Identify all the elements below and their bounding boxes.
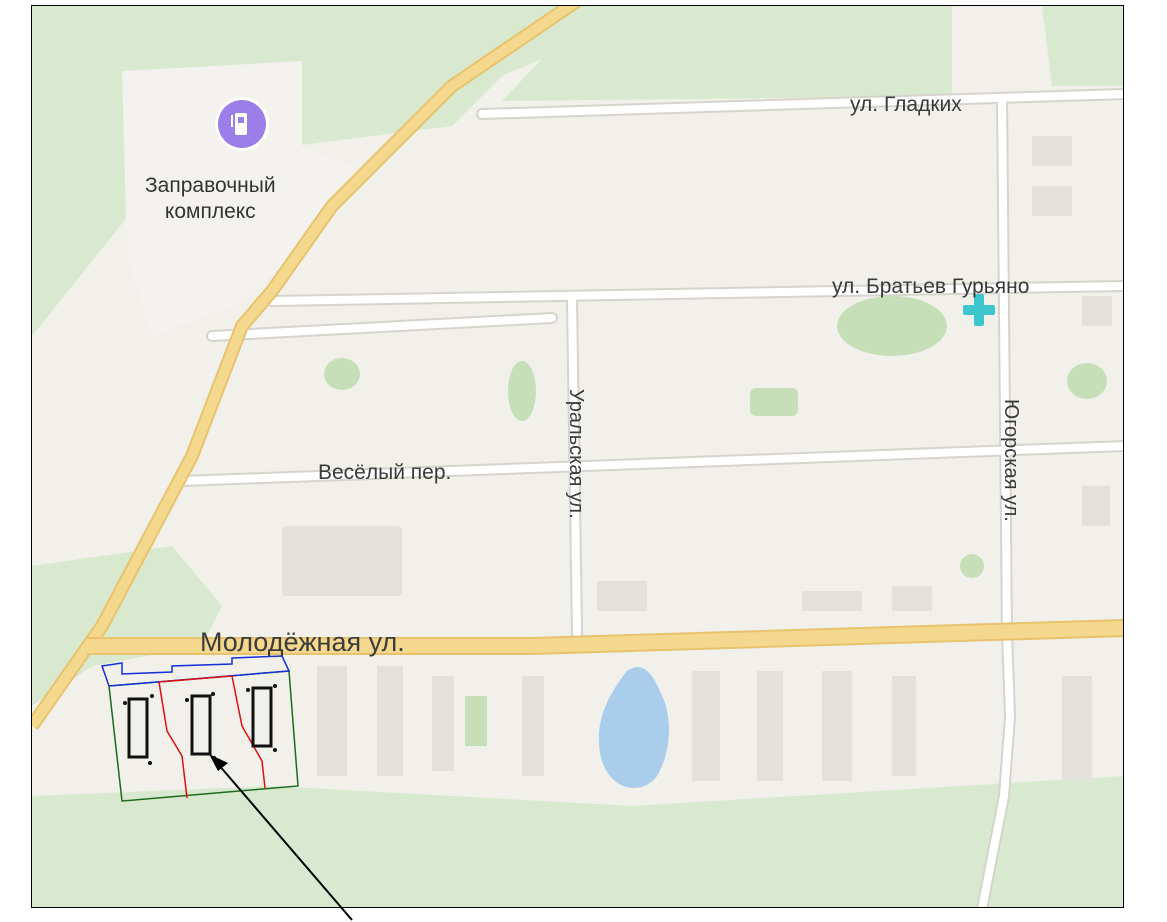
plot-overlay[interactable] — [100, 655, 299, 802]
buildings — [282, 136, 1112, 781]
park-patch — [837, 296, 947, 356]
map-frame[interactable]: Заправочный комплекс ул. Гладких ул. Бра… — [31, 5, 1124, 908]
pond — [598, 667, 669, 788]
street-label-vesely: Весёлый пер. — [318, 461, 452, 484]
fuel-station-label[interactable]: Заправочный комплекс — [145, 173, 276, 226]
fuel-pump-icon[interactable] — [218, 100, 266, 148]
street-label-gladkikh: ул. Гладких — [850, 93, 962, 116]
plot-building — [190, 694, 212, 756]
forest-area-north — [502, 6, 952, 101]
fuel-station-label-line1: Заправочный — [145, 174, 276, 197]
plot-building — [127, 697, 149, 759]
street-label-yugorskaya: Югорская ул. — [1000, 399, 1022, 522]
forest-area-south — [32, 776, 1123, 907]
street-label-uralskaya: Уральская ул. — [565, 389, 587, 519]
fuel-station-lot — [122, 61, 362, 336]
fuel-station-label-line2: комплекс — [164, 200, 256, 224]
forest-area-east — [1042, 6, 1123, 86]
plot-building — [251, 686, 273, 748]
medical-cross-icon[interactable] — [961, 292, 997, 328]
park-patch — [750, 388, 798, 416]
park-patch — [1067, 363, 1107, 399]
park-patch — [508, 361, 536, 421]
street-label-bratev-guryanovykh: ул. Братьев Гурьяно — [832, 275, 1030, 298]
local-streets-fill — [178, 90, 1123, 907]
park-patch — [324, 358, 360, 390]
street-label-molodezhnaya: Молодёжная ул. — [200, 627, 405, 657]
plot-top-border — [100, 655, 291, 687]
park-patch — [960, 554, 984, 578]
